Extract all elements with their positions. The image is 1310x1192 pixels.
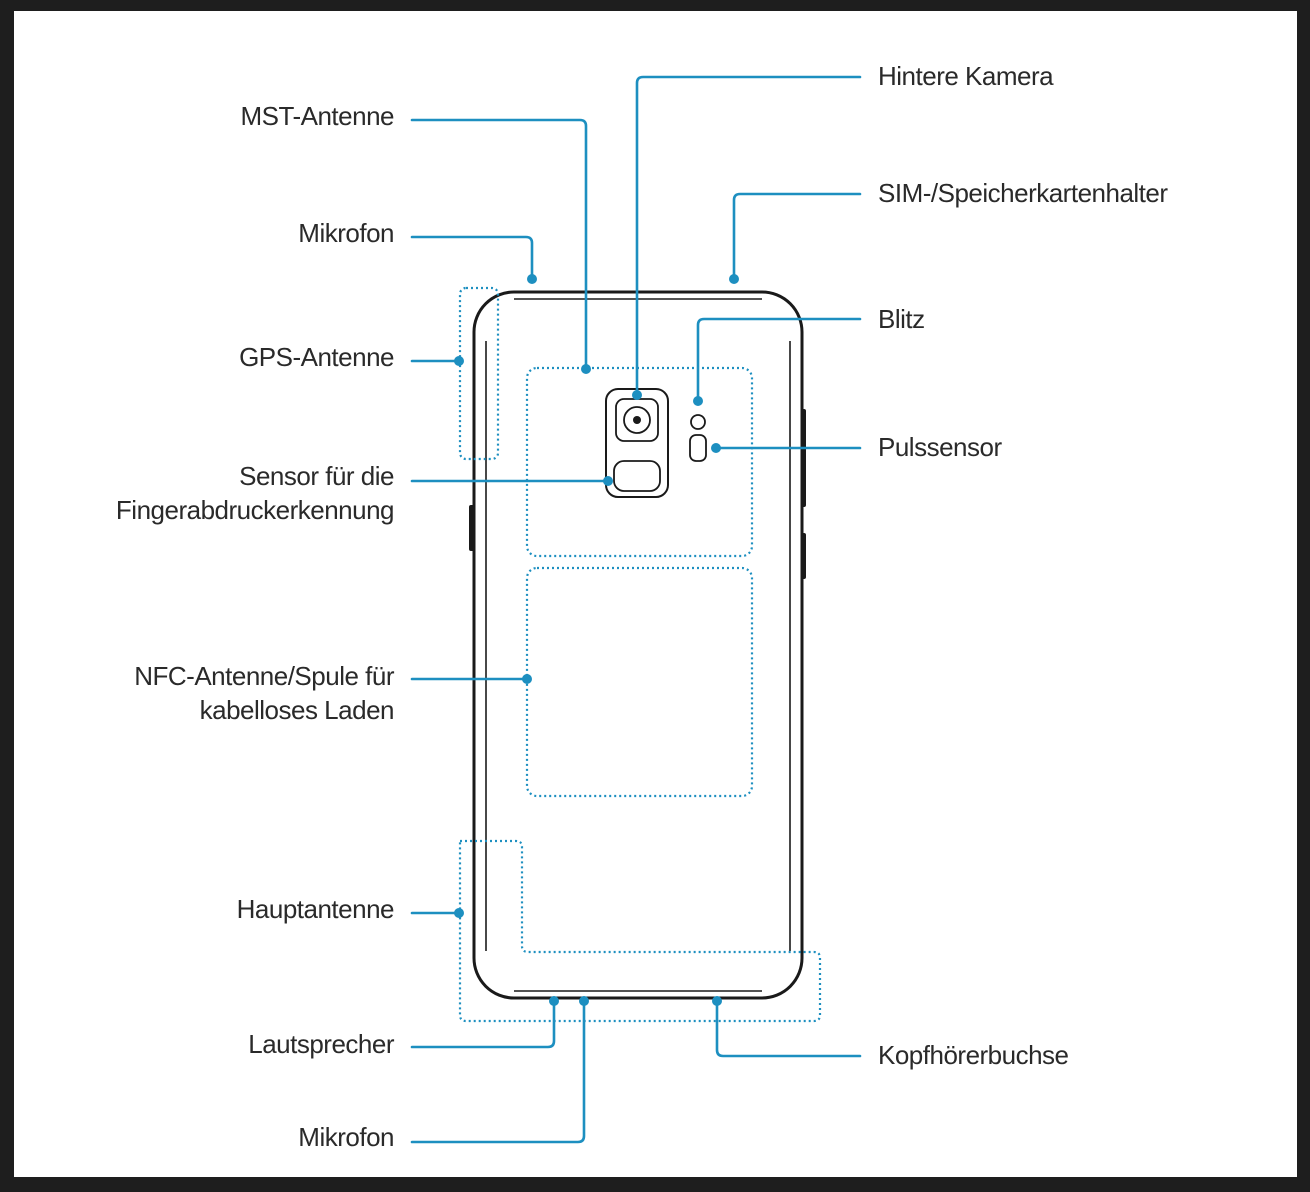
leader-flash <box>696 317 862 403</box>
label-rear-camera: Hintere Kamera <box>878 61 1054 91</box>
dot-sim-tray <box>729 274 739 284</box>
label-gps-antenna: GPS-Antenne <box>239 342 394 372</box>
diagram-sheet: MST-Antenne Mikrofon GPS-Antenne Sensor … <box>14 11 1297 1177</box>
label-microphone-top: Mikrofon <box>298 218 394 248</box>
leader-mst-antenna <box>410 118 588 371</box>
gps-antenna-zone <box>458 286 500 461</box>
nfc-antenna-zone <box>525 566 754 798</box>
leader-sim-tray <box>732 192 862 281</box>
label-fingerprint-sensor: Sensor für die Fingerabdruckerkennung <box>115 461 395 525</box>
label-headphone-jack: Kopfhörerbuchse <box>878 1040 1069 1070</box>
dot-heart-rate-sensor <box>711 443 721 453</box>
label-heart-rate-sensor: Pulssensor <box>878 432 1002 462</box>
leader-rear-camera <box>635 75 862 397</box>
dot-main-antenna <box>454 908 464 918</box>
dot-flash <box>693 396 703 406</box>
label-main-antenna: Hauptantenne <box>236 894 395 924</box>
dot-rear-camera <box>632 390 642 400</box>
flash-icon <box>690 414 706 430</box>
label-sim-tray: SIM-/Speicherkartenhalter <box>878 178 1168 208</box>
label-nfc-antenna: NFC-Antenne/Spule für kabelloses Laden <box>134 661 394 725</box>
label-flash: Blitz <box>878 304 925 334</box>
dot-gps-antenna <box>454 356 464 366</box>
dot-microphone-top <box>527 274 537 284</box>
leader-headphone-jack <box>715 999 862 1058</box>
fingerprint-sensor-shape <box>613 460 661 492</box>
camera-lens-center <box>633 416 641 424</box>
dot-speaker <box>549 996 559 1006</box>
leader-microphone-bottom <box>410 999 586 1144</box>
label-microphone-bottom: Mikrofon <box>298 1122 394 1152</box>
dot-mst-antenna <box>581 364 591 374</box>
dot-headphone-jack <box>712 996 722 1006</box>
dot-fingerprint-sensor <box>603 476 613 486</box>
label-speaker: Lautsprecher <box>248 1029 394 1059</box>
label-mst-antenna: MST-Antenne <box>240 101 395 131</box>
camera-lens-icon <box>623 406 651 434</box>
phone-back-diagram <box>410 75 862 1144</box>
dot-nfc-antenna <box>522 674 532 684</box>
leader-microphone-top <box>410 235 534 281</box>
heart-rate-sensor-shape <box>689 434 707 462</box>
mst-antenna-zone <box>525 366 754 558</box>
dot-microphone-bottom <box>579 996 589 1006</box>
leader-speaker <box>410 999 556 1049</box>
